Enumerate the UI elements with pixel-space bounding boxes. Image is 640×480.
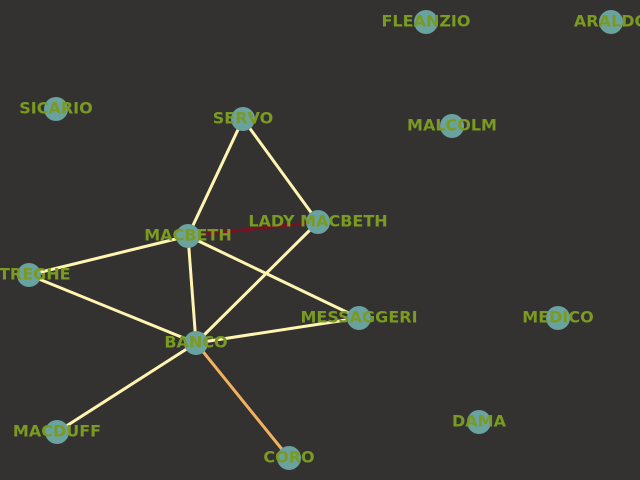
node-label-fleanzio: FLEANZIO xyxy=(382,12,471,31)
node-label-servo: SERVO xyxy=(213,109,273,128)
node-label-coro: CORO xyxy=(263,448,314,467)
node-dama[interactable] xyxy=(467,410,491,434)
node-servo[interactable] xyxy=(231,107,255,131)
node-label-messaggeri: MESSAGGERI xyxy=(300,308,417,327)
edge-lady_macbeth-banco xyxy=(194,220,320,345)
nodes-layer xyxy=(17,10,623,470)
edge-macbeth-banco xyxy=(186,234,198,345)
edge-macbeth-messaggeri xyxy=(186,234,361,320)
node-label-medico: MEDICO xyxy=(522,308,593,327)
node-medico[interactable] xyxy=(546,306,570,330)
node-lady_macbeth[interactable] xyxy=(306,210,330,234)
node-macbeth[interactable] xyxy=(176,224,200,248)
labels-layer: FLEANZIO ARALDO SICARIO SERVO MALCOLM LADY MA… xyxy=(0,12,640,467)
node-label-lady_macbeth: LADY MACBETH xyxy=(248,212,387,231)
edge-servo-lady_macbeth xyxy=(241,117,320,224)
edge-servo-macbeth xyxy=(186,117,245,238)
node-label-dama: DAMA xyxy=(452,412,507,431)
edge-macbeth-lady_macbeth xyxy=(186,220,320,238)
edge-banco-macduff xyxy=(55,341,198,434)
node-banco[interactable] xyxy=(184,331,208,355)
node-label-sicario: SICARIO xyxy=(19,99,92,118)
edge-streghe-banco xyxy=(27,273,198,345)
node-messaggeri[interactable] xyxy=(347,306,371,330)
edge-banco-messaggeri xyxy=(194,316,361,345)
node-label-malcolm: MALCOLM xyxy=(407,116,497,135)
edge-macbeth-streghe xyxy=(27,234,190,277)
node-coro[interactable] xyxy=(277,446,301,470)
node-fleanzio[interactable] xyxy=(414,10,438,34)
node-sicario[interactable] xyxy=(44,97,68,121)
node-label-araldo: ARALDO xyxy=(574,12,640,31)
node-macduff[interactable] xyxy=(45,420,69,444)
node-label-banco: BANCO xyxy=(164,333,227,352)
node-araldo[interactable] xyxy=(599,10,623,34)
node-malcolm[interactable] xyxy=(440,114,464,138)
node-label-macbeth: MACBETH xyxy=(144,226,231,245)
edge-banco-coro xyxy=(194,341,291,460)
node-streghe[interactable] xyxy=(17,263,41,287)
edges-layer xyxy=(27,117,361,460)
node-label-streghe: STREGHE xyxy=(0,265,71,284)
node-label-macduff: MACDUFF xyxy=(13,422,101,441)
